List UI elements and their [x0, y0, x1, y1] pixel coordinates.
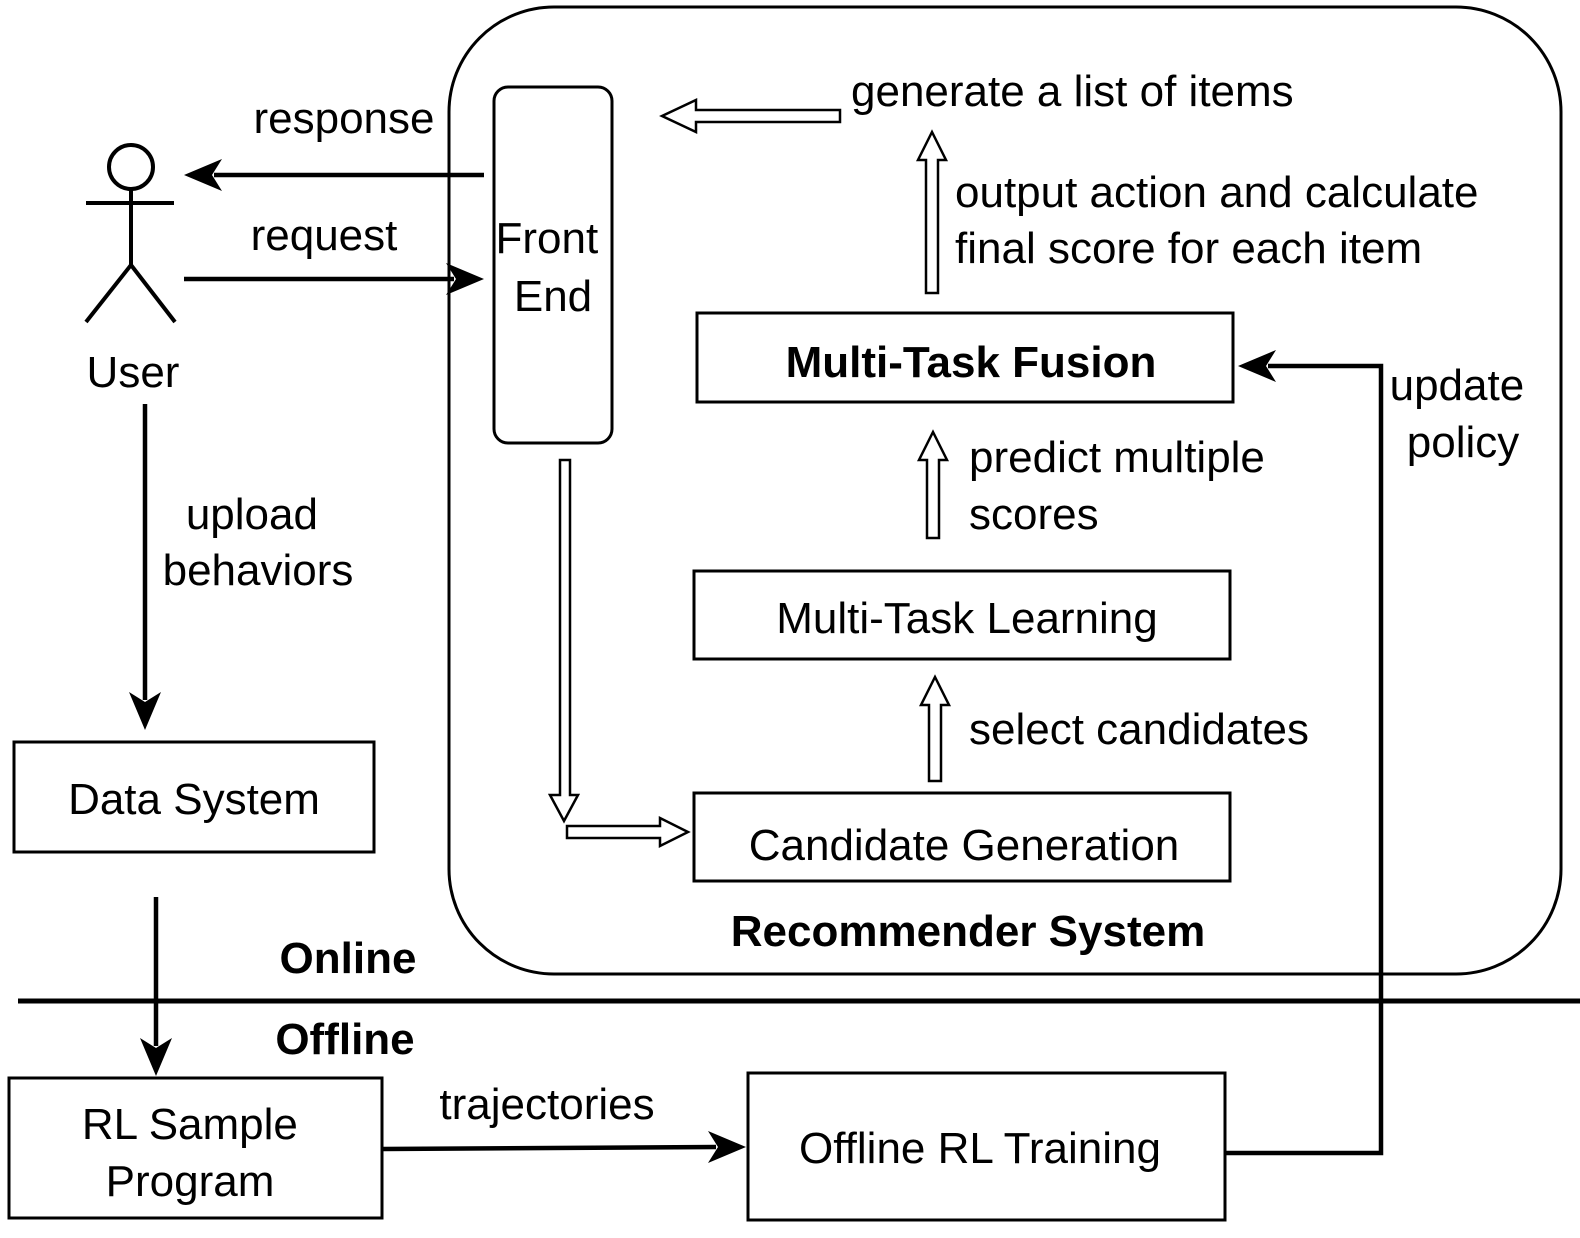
update-policy-arrow — [1225, 350, 1384, 1156]
data-system-label: Data System — [68, 775, 320, 824]
select-candidates-label: select candidates — [969, 705, 1309, 754]
response-label: response — [253, 94, 434, 143]
upload-behaviors-label: upload behaviors — [163, 490, 354, 595]
generate-list-label: generate a list of items — [851, 67, 1294, 116]
recommender-system-container — [447, 5, 1563, 976]
offline-label: Offline — [275, 1015, 414, 1064]
multi-task-fusion-box — [695, 311, 1235, 404]
user-actor-icon — [84, 143, 177, 324]
predict-scores-arrow — [916, 429, 950, 540]
predict-scores-label: predict multiple scores — [969, 433, 1277, 539]
candidate-generation-label: Candidate Generation — [749, 821, 1180, 870]
front-end-label: Front End — [496, 214, 611, 321]
multi-task-learning-label: Multi-Task Learning — [776, 594, 1158, 643]
data-system-box — [12, 740, 376, 854]
trajectories-label: trajectories — [439, 1080, 654, 1129]
multi-task-learning-box — [692, 569, 1232, 661]
upload-behaviors-arrow — [129, 404, 161, 730]
front-end-down-arrow — [547, 458, 581, 824]
to-candidate-generation-arrow — [565, 815, 691, 849]
candidate-generation-box — [692, 791, 1232, 883]
request-arrow — [184, 263, 484, 295]
rl-sample-program-box — [7, 1076, 384, 1220]
front-end-box — [492, 85, 614, 445]
generate-list-arrow — [659, 98, 842, 134]
output-action-label: output action and calculate final score … — [955, 168, 1491, 273]
offline-rl-training-label: Offline RL Training — [799, 1124, 1161, 1173]
user-label: User — [87, 348, 180, 397]
request-label: request — [251, 211, 398, 260]
data-to-rl-sample-arrow — [140, 897, 172, 1076]
recommender-system-label: Recommender System — [731, 907, 1205, 956]
select-candidates-arrow — [918, 674, 952, 783]
response-arrow — [184, 159, 484, 191]
rl-sample-program-label: RL Sample Program — [82, 1100, 310, 1206]
trajectories-arrow — [382, 1131, 746, 1163]
multi-task-fusion-label: Multi-Task Fusion — [786, 338, 1157, 387]
offline-rl-training-box — [746, 1071, 1227, 1222]
output-action-arrow — [915, 129, 949, 295]
update-policy-label: update policy — [1390, 361, 1537, 467]
online-label: Online — [280, 934, 417, 983]
